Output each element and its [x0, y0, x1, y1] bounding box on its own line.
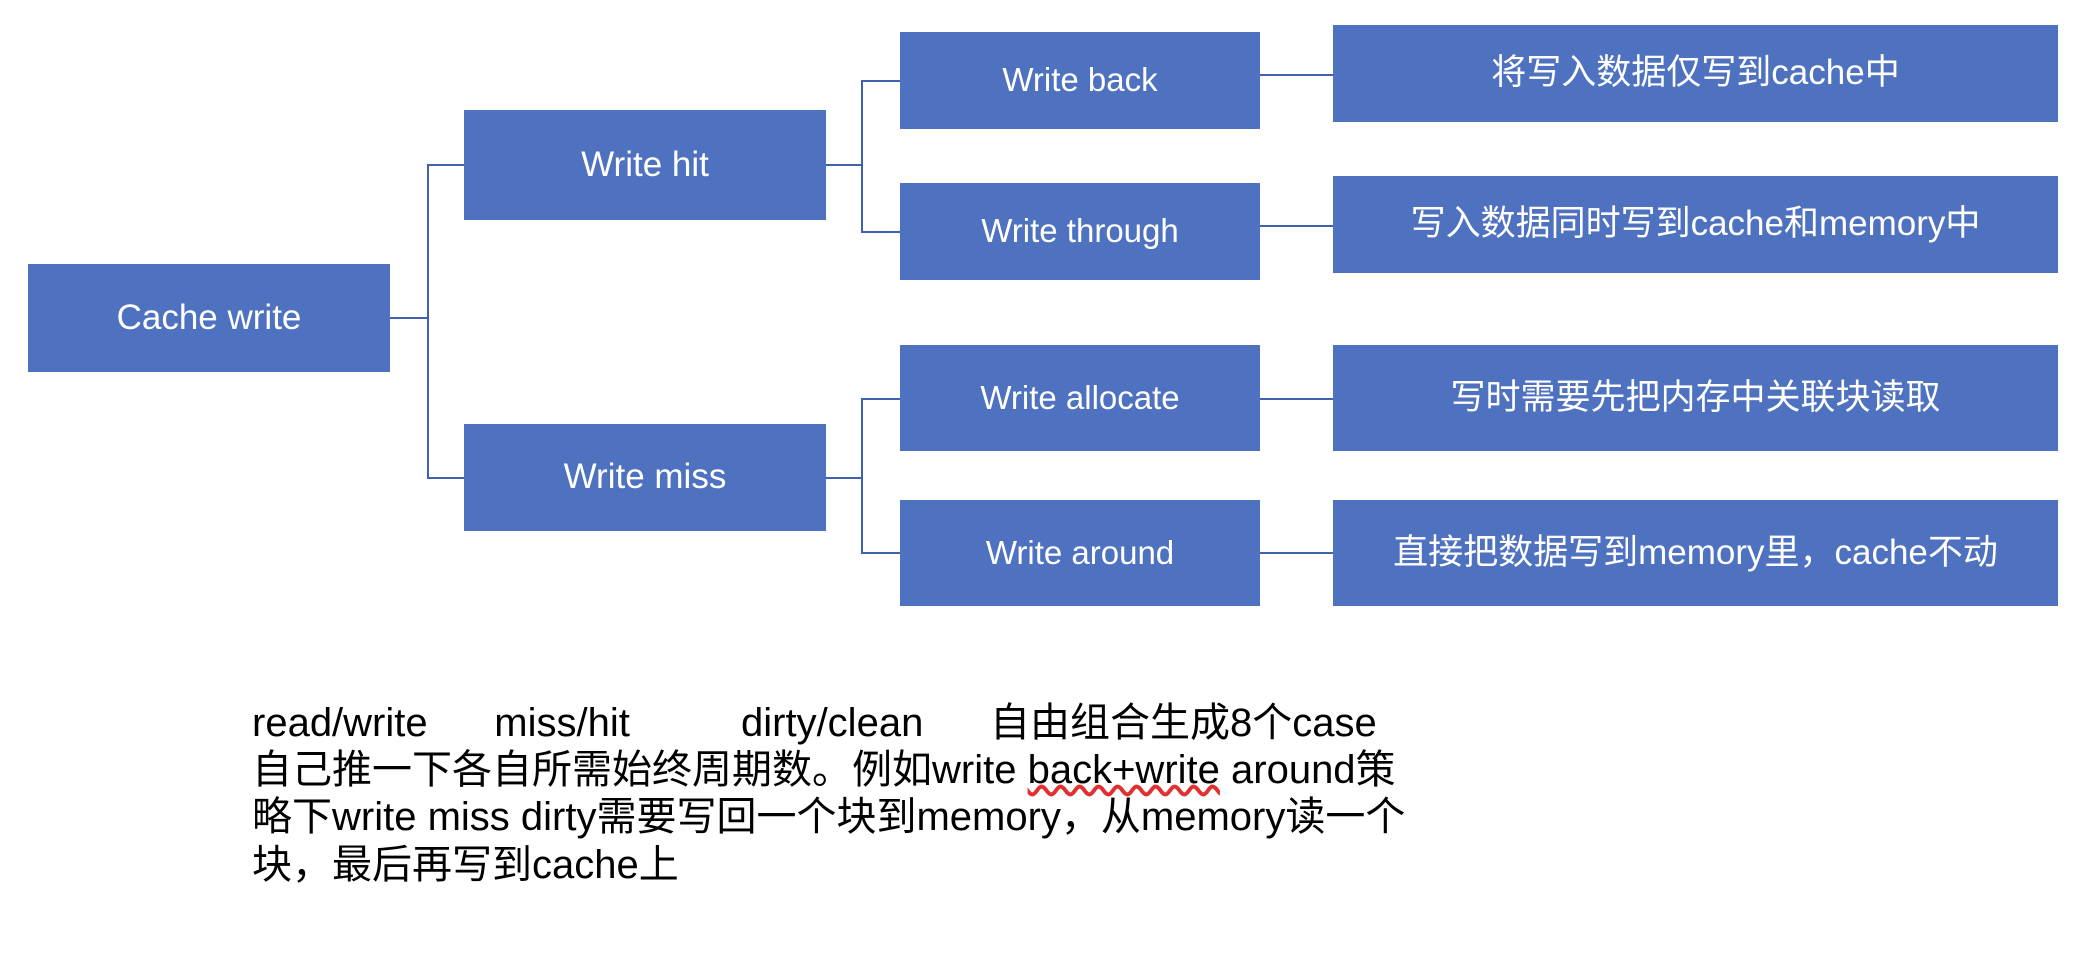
- connector-root-stub: [390, 317, 428, 319]
- connector-to-write-allocate: [861, 398, 901, 400]
- note-block: read/write miss/hit dirty/clean 自由组合生成8个…: [252, 700, 1852, 889]
- connector-miss-vertical: [861, 398, 863, 553]
- connector-write-back-desc: [1260, 74, 1333, 76]
- connector-to-write-hit: [427, 164, 465, 166]
- note-line-4: 块，最后再写到cache上: [252, 842, 679, 887]
- connector-to-write-through: [861, 231, 901, 233]
- note-line-2-spellcheck: back+write: [1027, 748, 1220, 793]
- connector-root-vertical: [427, 164, 429, 479]
- node-write-around[interactable]: Write around: [900, 500, 1260, 606]
- description-write-back[interactable]: 将写入数据仅写到cache中: [1333, 25, 2058, 122]
- connector-write-allocate-desc: [1260, 398, 1333, 400]
- description-write-allocate[interactable]: 写时需要先把内存中关联块读取: [1333, 345, 2058, 451]
- connector-to-write-around: [861, 552, 901, 554]
- node-write-miss[interactable]: Write miss: [464, 424, 826, 531]
- connector-miss-stub: [826, 477, 863, 479]
- note-line-3: 略下write miss dirty需要写回一个块到memory，从memory…: [252, 795, 1406, 840]
- description-write-around[interactable]: 直接把数据写到memory里，cache不动: [1333, 500, 2058, 606]
- connector-write-around-desc: [1260, 552, 1333, 554]
- node-write-hit[interactable]: Write hit: [464, 110, 826, 220]
- node-cache-write[interactable]: Cache write: [28, 264, 390, 372]
- note-line-2-part-1: 自己推一下各自所需始终周期数。例如write: [252, 748, 1028, 793]
- node-write-through[interactable]: Write through: [900, 183, 1260, 280]
- connector-to-write-back: [861, 80, 901, 82]
- note-line-1: read/write miss/hit dirty/clean 自由组合生成8个…: [252, 701, 1377, 745]
- connector-hit-stub: [826, 164, 863, 166]
- description-write-through[interactable]: 写入数据同时写到cache和memory中: [1333, 176, 2058, 273]
- node-write-allocate[interactable]: Write allocate: [900, 345, 1260, 451]
- note-line-2-part-2: around策: [1219, 748, 1396, 793]
- node-write-back[interactable]: Write back: [900, 32, 1260, 129]
- connector-to-write-miss: [427, 477, 465, 479]
- connector-write-through-desc: [1260, 225, 1333, 227]
- connector-hit-vertical: [861, 80, 863, 232]
